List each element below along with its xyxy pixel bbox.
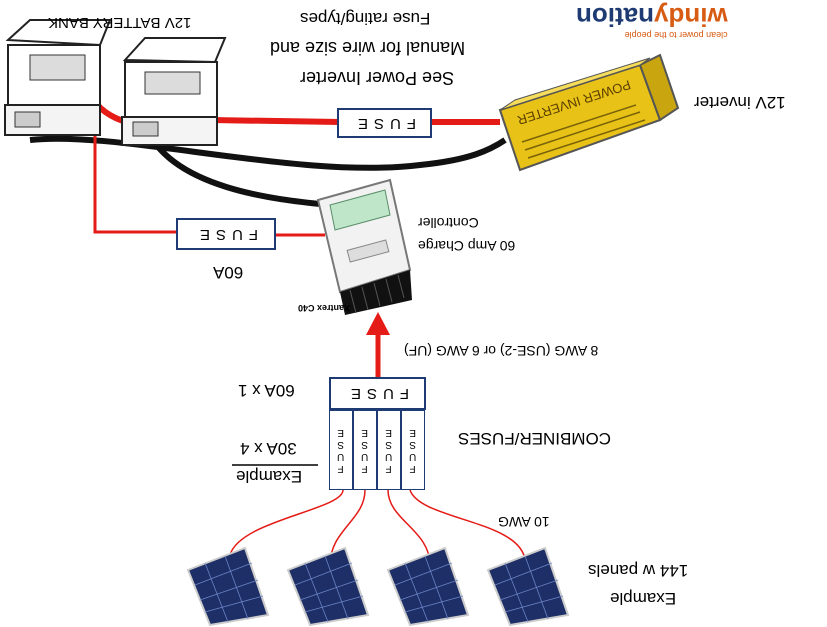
panels-example: Example	[610, 589, 677, 608]
black-cable-to-controller	[142, 123, 331, 208]
solar-panel-3	[386, 546, 470, 627]
windynation-logo: clean power to the people windynation	[576, 2, 728, 40]
panel-wire-label: 10 AWG	[498, 514, 550, 530]
battery-right	[121, 37, 227, 146]
battery-left	[4, 19, 112, 136]
note-line-see: See Power Inverter	[300, 68, 455, 88]
arrow-head	[366, 312, 390, 335]
power-inverter-device	[498, 53, 680, 172]
red-cable-to-top-fuse	[209, 117, 341, 125]
combiner-main-fuse-rating: 60A x 1	[238, 381, 295, 400]
controller-title-line1: 60 Amp Charge	[418, 238, 516, 254]
solar-panel-4	[486, 546, 570, 627]
controller-fuse-rating: 60A	[213, 263, 244, 282]
battery-bank-label: 12V BATTERY BANK	[48, 14, 192, 31]
string-fuse-example: Example	[236, 467, 303, 486]
combiner-main-fuse: FUSE	[329, 377, 426, 410]
charge-controller-device	[316, 178, 412, 315]
controller-title-line2: Controller	[418, 215, 479, 231]
solar-panel-1	[186, 546, 270, 627]
combiner-label: COMBINER/FUSES	[458, 429, 612, 448]
panel-wires	[229, 489, 526, 566]
controller-model: Xantrex C40	[298, 303, 351, 313]
red-cable-to-mid-fuse	[93, 120, 178, 234]
controller-fuse: FUSE	[176, 218, 276, 250]
main-wire-label: 8 AWG (USE-2) or 6 AWG (UF)	[404, 343, 599, 359]
solar-panel-2	[286, 546, 370, 627]
panels-label: 144 w panels	[588, 561, 689, 580]
inverter-fuse: FUSE	[337, 108, 432, 138]
black-cable-to-inverter	[29, 135, 507, 171]
note-line-fuse: Fuse rating/types	[300, 9, 431, 28]
string-fuse-rating: 30A x 4	[240, 439, 297, 458]
note-line-manual: Manual for wire size and	[270, 38, 466, 58]
inverter-label: 12V inverter	[694, 93, 786, 112]
